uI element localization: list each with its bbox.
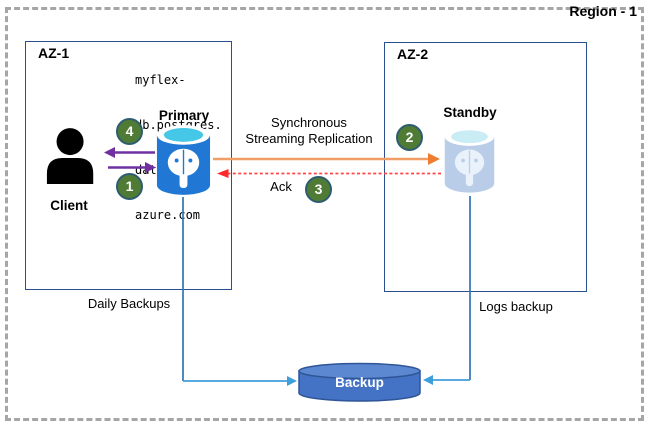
step-badge-2: 2 [396, 124, 423, 151]
region-label: Region - 1 [569, 3, 637, 19]
postgresql-elephant-icon [167, 148, 200, 189]
standby-postgresql-icon [444, 127, 495, 193]
client-person-icon [46, 128, 94, 184]
backup-storage-icon [298, 362, 421, 402]
standby-label: Standby [443, 105, 497, 120]
replication-label: Synchronous Streaming Replication [229, 115, 389, 147]
step-badge-3: 3 [305, 176, 332, 203]
step-badge-1: 1 [116, 173, 143, 200]
hostname-line: azure.com [135, 208, 201, 222]
primary-label: Primary [158, 108, 210, 123]
replication-label-line2: Streaming Replication [245, 131, 373, 146]
az1-box: AZ-1 [25, 41, 232, 290]
client-label: Client [50, 198, 88, 213]
primary-postgresql-icon [156, 125, 211, 195]
az2-box: AZ-2 [384, 42, 587, 292]
region-boundary [5, 7, 644, 421]
replication-label-line1: Synchronous [271, 115, 347, 130]
hostname-line: myflex- [135, 73, 186, 87]
daily-backups-label: Daily Backups [87, 296, 171, 311]
ack-label: Ack [270, 179, 292, 194]
logs-backup-label: Logs backup [479, 299, 553, 314]
az1-label: AZ-1 [38, 45, 70, 61]
step-badge-4: 4 [116, 118, 143, 145]
az2-label: AZ-2 [397, 46, 429, 62]
postgresql-elephant-icon [454, 149, 485, 187]
backup-label: Backup [335, 375, 384, 390]
